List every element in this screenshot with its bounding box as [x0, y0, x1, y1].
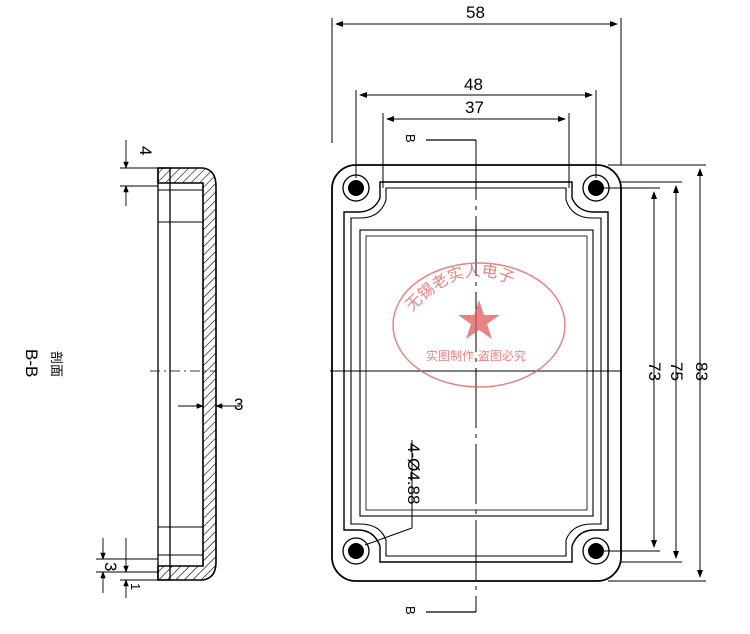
section-wall [157, 167, 217, 581]
dim-width-58: 58 [466, 3, 485, 22]
dim-bottom-1: 1 [128, 583, 143, 590]
watermark-star-icon [458, 300, 500, 339]
dim-wall-3: 3 [234, 395, 243, 414]
dim-top-4: 4 [136, 146, 155, 155]
section-marker-top: B [403, 134, 418, 143]
mounting-holes [342, 174, 610, 565]
dim-bottom-3: 3 [101, 562, 120, 571]
watermark-arc-text: 无锡老实人电子 [401, 261, 517, 315]
dim-width-48: 48 [464, 75, 483, 94]
section-lip [157, 167, 171, 581]
front-view: B B 58 48 37 73 75 83 4-Ø4.88 [330, 3, 711, 615]
section-label-cn: 剖面 [49, 351, 64, 377]
section-marker-bottom: B [403, 606, 418, 615]
watermark-bottom-text: 实图制作 盗图必究 [426, 348, 526, 363]
dim-width-37: 37 [465, 98, 484, 117]
watermark-stamp: 无锡老实人电子 实图制作 盗图必究 [392, 261, 566, 388]
dim-height-73: 73 [645, 362, 664, 381]
dim-height-75: 75 [667, 362, 686, 381]
hole-callout: 4-Ø4.88 [404, 443, 423, 504]
dim-height-83: 83 [692, 362, 711, 381]
section-label: B-B [22, 349, 41, 377]
section-view: 4 3 3 1 B-B 剖面 [22, 140, 243, 598]
